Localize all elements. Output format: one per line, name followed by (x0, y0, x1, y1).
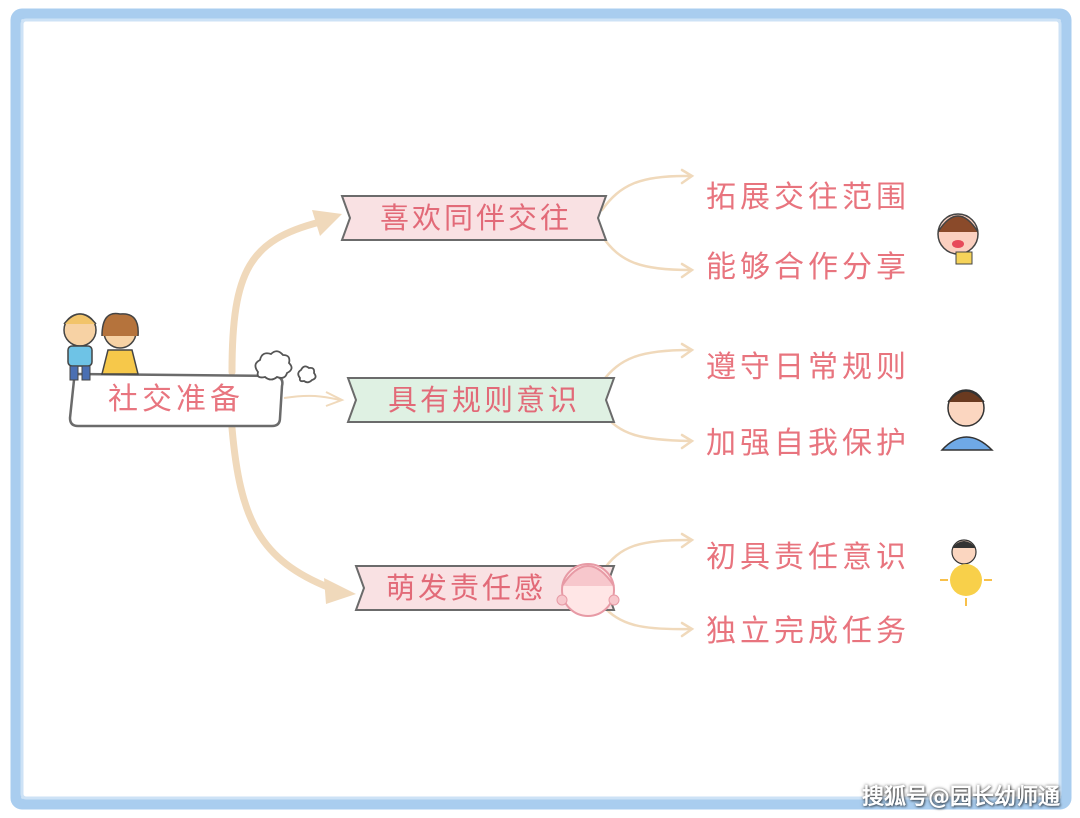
kids-illustration (63, 312, 139, 381)
branch-label-3: 萌发责任感 (385, 571, 546, 605)
arrowhead-branch-2 (325, 391, 345, 407)
leaf-label-3-2: 独立完成任务 (706, 614, 910, 649)
connector-root-to-branch-3 (228, 424, 334, 592)
leaf-label-2-1: 遵守日常规则 (706, 350, 910, 385)
frame-border-inner (20, 18, 1062, 800)
cloud-doodle (254, 350, 317, 384)
branch-banner-1 (340, 195, 608, 241)
connector-root-to-branch-2 (283, 394, 341, 401)
leaf-label-3-1: 初具责任意识 (706, 540, 910, 575)
branch-banner-2 (346, 377, 616, 423)
leaf-connectors (600, 168, 695, 638)
leaf-label-1-2: 能够合作分享 (706, 250, 910, 285)
sun-girl-doodle (940, 539, 992, 606)
root-connectors (228, 218, 334, 592)
frame-border (10, 8, 1072, 810)
arrowhead-branch-1 (312, 210, 342, 236)
leaf-label-1-1: 拓展交往范围 (706, 180, 910, 215)
watermark: 搜狐号@园长幼师通 (862, 785, 1061, 810)
branch-banner-3 (354, 565, 616, 611)
connector-root-to-branch-1 (228, 218, 324, 376)
leaf-label-2-2: 加强自我保护 (706, 426, 910, 461)
branch-label-2: 具有规则意识 (387, 383, 580, 417)
cheering-girl-doodle (937, 213, 979, 265)
branch-label-1: 喜欢同伴交往 (379, 201, 572, 235)
root-node: 社交准备 (108, 382, 244, 417)
boy-doodle (940, 389, 994, 451)
arrowhead-branch-3 (324, 578, 356, 604)
girl-face-doodle (556, 563, 620, 617)
